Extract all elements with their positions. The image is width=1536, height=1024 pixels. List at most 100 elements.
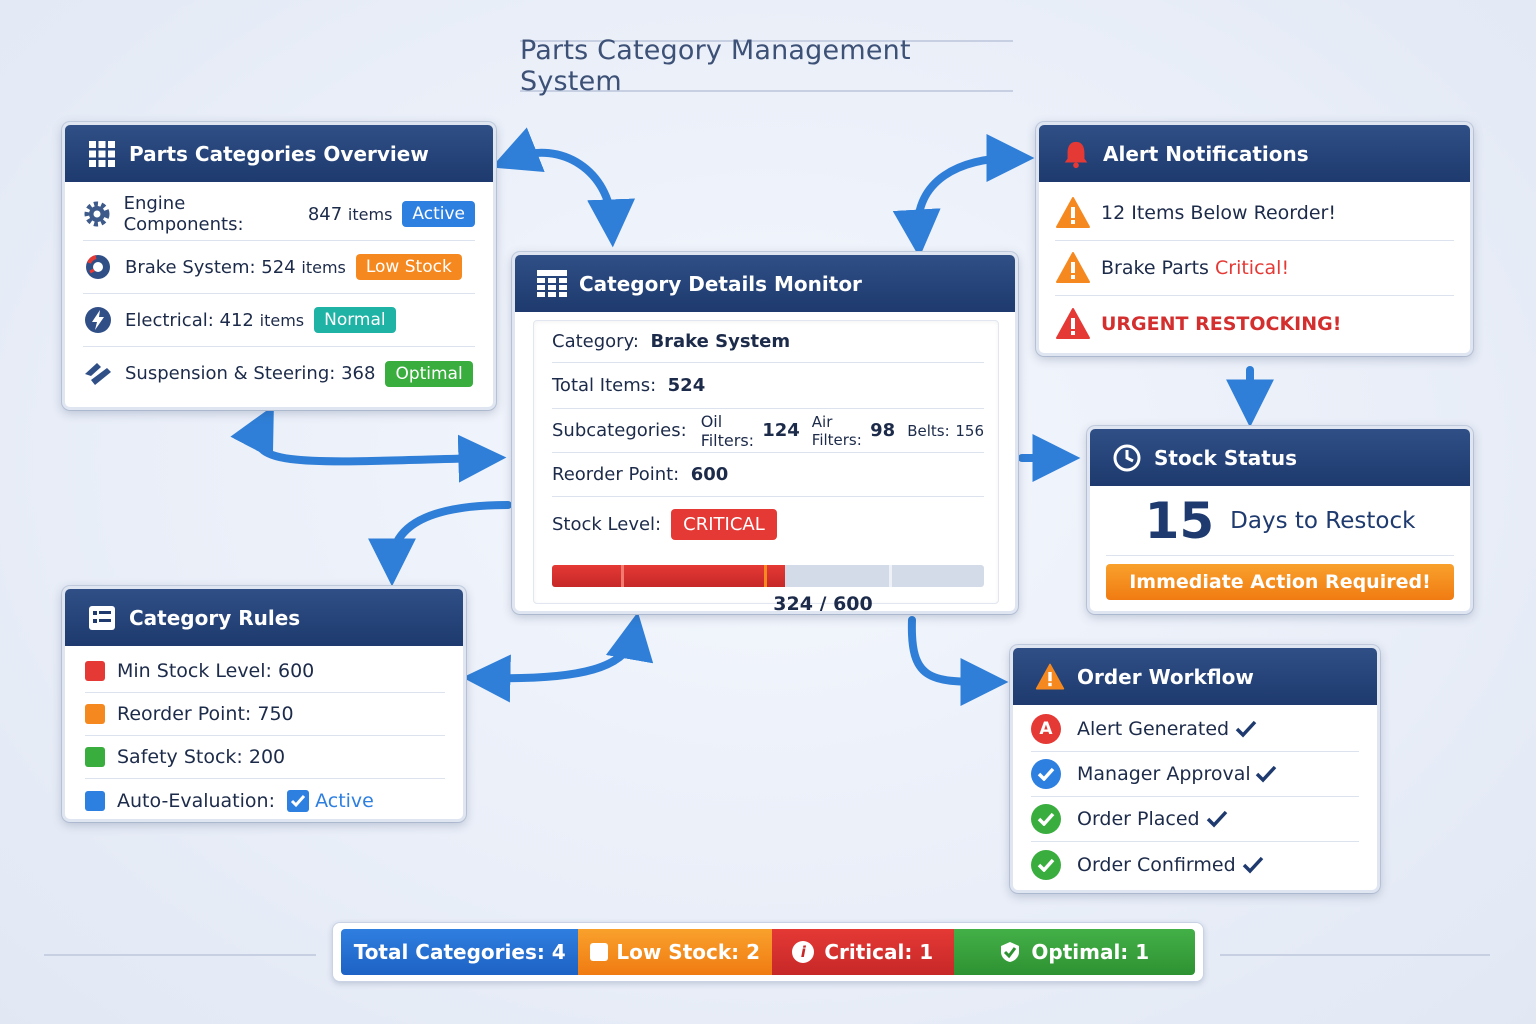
sub-value: 156 bbox=[955, 421, 984, 440]
arrow-details-to-rules bbox=[368, 501, 512, 587]
category-count: 847 bbox=[307, 203, 343, 225]
detail-row-stock: Stock Level: CRITICAL bbox=[552, 497, 984, 551]
detail-row-reorder: Reorder Point: 600 bbox=[552, 453, 984, 497]
alerts-title: Alert Notifications bbox=[1103, 141, 1309, 166]
sub-name: Air Filters: bbox=[811, 412, 862, 449]
critical-badge: CRITICAL bbox=[671, 508, 777, 540]
table-icon bbox=[537, 269, 567, 299]
category-unit: items bbox=[347, 204, 393, 224]
stock-progress-bar bbox=[552, 565, 984, 587]
sub-name: Oil Filters: bbox=[700, 411, 755, 450]
category-row-electrical[interactable]: Electrical: 412 items Normal bbox=[83, 294, 475, 347]
urgent-warning-icon bbox=[1056, 307, 1090, 339]
summary-low-label: Low Stock: 2 bbox=[616, 940, 761, 964]
gear-icon bbox=[83, 199, 112, 229]
rule-row-safety[interactable]: Safety Stock: 200 bbox=[85, 736, 445, 779]
category-count: 368 bbox=[341, 363, 376, 384]
checkbox-icon[interactable] bbox=[287, 789, 310, 812]
stock-status-header: Stock Status bbox=[1090, 429, 1470, 486]
total-value: 524 bbox=[667, 375, 706, 396]
orange-square-icon bbox=[85, 704, 105, 724]
workflow-header: Order Workflow bbox=[1013, 648, 1377, 705]
arrow-overview-to-details bbox=[491, 127, 636, 248]
rule-value: 600 bbox=[277, 660, 315, 682]
category-unit: items bbox=[259, 310, 305, 330]
summary-low-stock[interactable]: Low Stock: 2 bbox=[578, 929, 772, 975]
divider-right bbox=[1220, 954, 1490, 956]
restock-days-label: Days to Restock bbox=[1230, 507, 1416, 534]
checkmark-icon bbox=[1206, 810, 1227, 828]
progress-tick bbox=[763, 565, 767, 587]
restock-row: 15 Days to Restock bbox=[1106, 486, 1454, 556]
warning-icon bbox=[1056, 252, 1090, 283]
reorder-value: 600 bbox=[690, 464, 729, 485]
warning-icon bbox=[1056, 197, 1090, 228]
workflow-title: Order Workflow bbox=[1077, 664, 1254, 689]
category-label: Engine Components: bbox=[123, 193, 244, 235]
category-row-engine[interactable]: Engine Components: 847 items Active bbox=[83, 188, 475, 241]
overview-header: Parts Categories Overview bbox=[65, 125, 493, 182]
alert-emphasis: URGENT RESTOCKING! bbox=[1101, 312, 1342, 335]
rules-header: Category Rules bbox=[65, 589, 463, 646]
alert-item[interactable]: Brake Parts Critical! bbox=[1055, 241, 1454, 296]
checkmark-icon bbox=[1235, 720, 1257, 738]
subcategories-label: Subcategories: bbox=[552, 420, 687, 441]
rule-row-min-stock[interactable]: Min Stock Level: 600 bbox=[85, 650, 445, 693]
details-panel: Category Details Monitor Category: Brake… bbox=[512, 252, 1018, 614]
rule-value: 200 bbox=[248, 746, 286, 768]
square-icon bbox=[590, 943, 609, 961]
summary-total[interactable]: Total Categories: 4 bbox=[341, 929, 579, 975]
workflow-step[interactable]: A Alert Generated bbox=[1031, 707, 1359, 752]
step-label: Order Placed bbox=[1077, 808, 1200, 830]
rule-value: 750 bbox=[257, 703, 294, 725]
stock-status-title: Stock Status bbox=[1154, 445, 1297, 470]
arrow-details-to-workflow bbox=[907, 616, 1009, 706]
stock-status-panel: Stock Status 15 Days to Restock Immediat… bbox=[1087, 426, 1473, 614]
status-badge-normal: Normal bbox=[314, 307, 396, 333]
workflow-step[interactable]: Manager Approval bbox=[1031, 752, 1359, 797]
summary-optimal[interactable]: Optimal: 1 bbox=[953, 929, 1195, 975]
step-label: Order Confirmed bbox=[1077, 853, 1236, 876]
category-row-brake[interactable]: Brake System: 524 items Low Stock bbox=[83, 241, 475, 294]
rule-label: Reorder Point: bbox=[117, 703, 252, 725]
rule-value: Active bbox=[315, 789, 374, 812]
alert-text: Brake Parts bbox=[1101, 257, 1215, 279]
rules-panel: Category Rules Min Stock Level: 600 Reor… bbox=[62, 586, 466, 822]
sub-value: 98 bbox=[870, 420, 896, 441]
alert-emphasis: Critical! bbox=[1215, 257, 1290, 279]
alerts-header: Alert Notifications bbox=[1039, 125, 1470, 182]
summary-critical-label: Critical: 1 bbox=[824, 940, 934, 964]
status-badge-active: Active bbox=[402, 201, 475, 227]
summary-optimal-label: Optimal: 1 bbox=[1031, 940, 1150, 964]
red-square-icon bbox=[85, 661, 105, 681]
rule-row-reorder[interactable]: Reorder Point: 750 bbox=[85, 693, 445, 736]
alert-item[interactable]: 12 Items Below Reorder! bbox=[1055, 186, 1454, 241]
immediate-action-button[interactable]: Immediate Action Required! bbox=[1106, 564, 1454, 600]
progress-tick bbox=[621, 565, 625, 587]
brake-icon bbox=[83, 252, 113, 282]
step-label: Manager Approval bbox=[1077, 763, 1251, 785]
alert-item[interactable]: URGENT RESTOCKING! bbox=[1055, 296, 1454, 351]
bell-icon bbox=[1061, 139, 1091, 169]
summary-critical[interactable]: i Critical: 1 bbox=[771, 929, 954, 975]
rule-label: Auto-Evaluation: bbox=[117, 789, 275, 812]
category-row-suspension[interactable]: Suspension & Steering: 368 Optimal bbox=[83, 347, 475, 400]
total-label: Total Items: bbox=[552, 375, 657, 396]
blue-square-icon bbox=[85, 790, 105, 811]
detail-row-total: Total Items: 524 bbox=[552, 363, 984, 409]
alert-text: 12 Items Below Reorder! bbox=[1101, 202, 1336, 224]
category-label: Brake System: bbox=[125, 256, 256, 278]
check-circle-icon bbox=[1031, 849, 1061, 880]
rule-label: Min Stock Level: bbox=[117, 660, 272, 682]
clock-icon bbox=[1112, 443, 1142, 473]
lightning-icon bbox=[83, 305, 113, 335]
progress-text: 324 / 600 bbox=[773, 593, 873, 614]
step-label: Alert Generated bbox=[1077, 718, 1230, 740]
check-circle-icon bbox=[1031, 759, 1061, 789]
workflow-step[interactable]: Order Placed bbox=[1031, 797, 1359, 842]
checkmark-icon bbox=[1255, 765, 1276, 783]
rule-row-auto-eval[interactable]: Auto-Evaluation: Active bbox=[85, 779, 445, 819]
workflow-step[interactable]: Order Confirmed bbox=[1031, 842, 1359, 887]
category-label: Suspension & Steering: bbox=[125, 363, 336, 384]
